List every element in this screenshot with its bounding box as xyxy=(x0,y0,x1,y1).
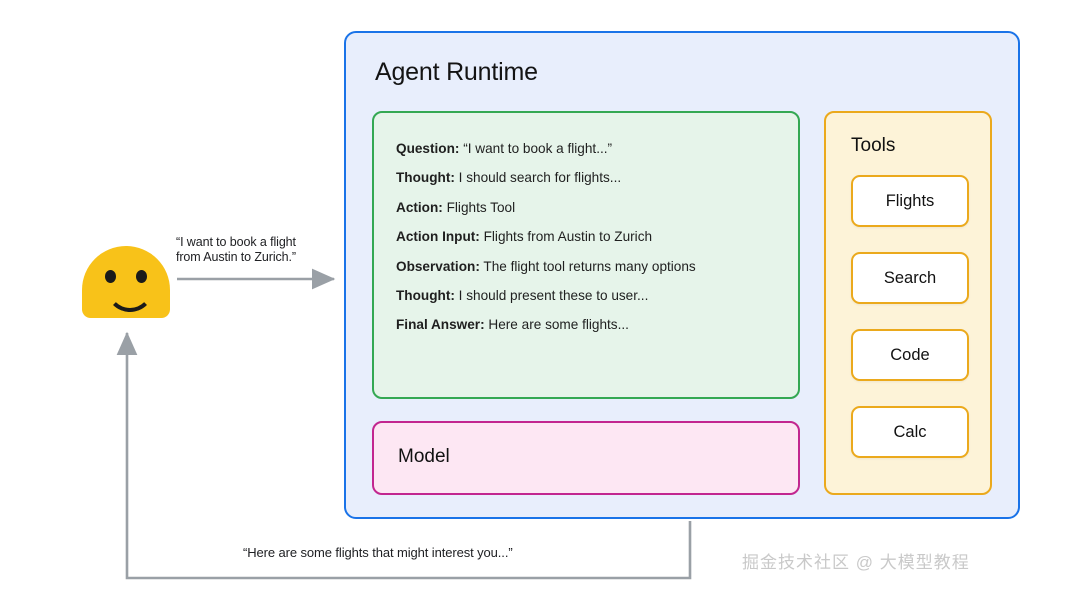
tool-chip-search[interactable]: Search xyxy=(851,252,969,304)
tool-chip-code[interactable]: Code xyxy=(851,329,969,381)
trace-line-label: Thought: xyxy=(396,170,455,186)
trace-line: Action Input: Flights from Austin to Zur… xyxy=(396,222,778,251)
trace-line: Final Answer: Here are some flights... xyxy=(396,310,778,339)
trace-line-label: Observation: xyxy=(396,258,480,274)
tool-chip-flights[interactable]: Flights xyxy=(851,175,969,227)
trace-line-value: “I want to book a flight...” xyxy=(463,141,613,156)
trace-line-value: Flights from Austin to Zurich xyxy=(483,229,653,245)
trace-line: Question: “I want to book a flight...” xyxy=(396,134,778,163)
avatar-eye-right xyxy=(136,270,147,283)
trace-line-value: I should search for flights... xyxy=(458,170,622,186)
trace-line-label: Action Input: xyxy=(396,229,480,245)
trace-line-value: Here are some flights... xyxy=(488,317,629,333)
agent-runtime-title: Agent Runtime xyxy=(375,58,538,86)
trace-line-label: Final Answer: xyxy=(396,317,485,333)
tools-list: Flights Search Code Calc xyxy=(851,175,969,458)
trace-line: Thought: I should present these to user.… xyxy=(396,281,778,310)
tool-chip-calc[interactable]: Calc xyxy=(851,406,969,458)
model-label: Model xyxy=(398,446,450,467)
trace-line-value: The flight tool returns many options xyxy=(483,258,696,274)
watermark: 掘金技术社区 @ 大模型教程 xyxy=(742,553,970,572)
request-arrow-label: “I want to book a flight from Austin to … xyxy=(176,235,296,264)
trace-line-label: Thought: xyxy=(396,288,455,304)
trace-line-value: I should present these to user... xyxy=(458,288,649,304)
trace-line: Action: Flights Tool xyxy=(396,193,778,222)
trace-line-label: Action: xyxy=(396,199,443,215)
trace-line-value: Flights Tool xyxy=(446,199,516,215)
tools-panel-title: Tools xyxy=(851,135,896,156)
user-avatar xyxy=(82,246,170,318)
avatar-eye-left xyxy=(105,270,116,283)
response-arrow-label: “Here are some flights that might intere… xyxy=(243,545,513,560)
trace-line: Thought: I should search for flights... xyxy=(396,163,778,192)
react-trace-box: Question: “I want to book a flight...” T… xyxy=(372,111,800,399)
tools-panel: Tools Flights Search Code Calc xyxy=(824,111,992,495)
model-box: Model xyxy=(372,421,800,495)
avatar-smile-icon xyxy=(106,284,154,312)
trace-line: Observation: The flight tool returns man… xyxy=(396,252,778,281)
trace-line-label: Question: xyxy=(396,141,460,156)
agent-runtime-panel: Agent Runtime Question: “I want to book … xyxy=(344,31,1020,519)
